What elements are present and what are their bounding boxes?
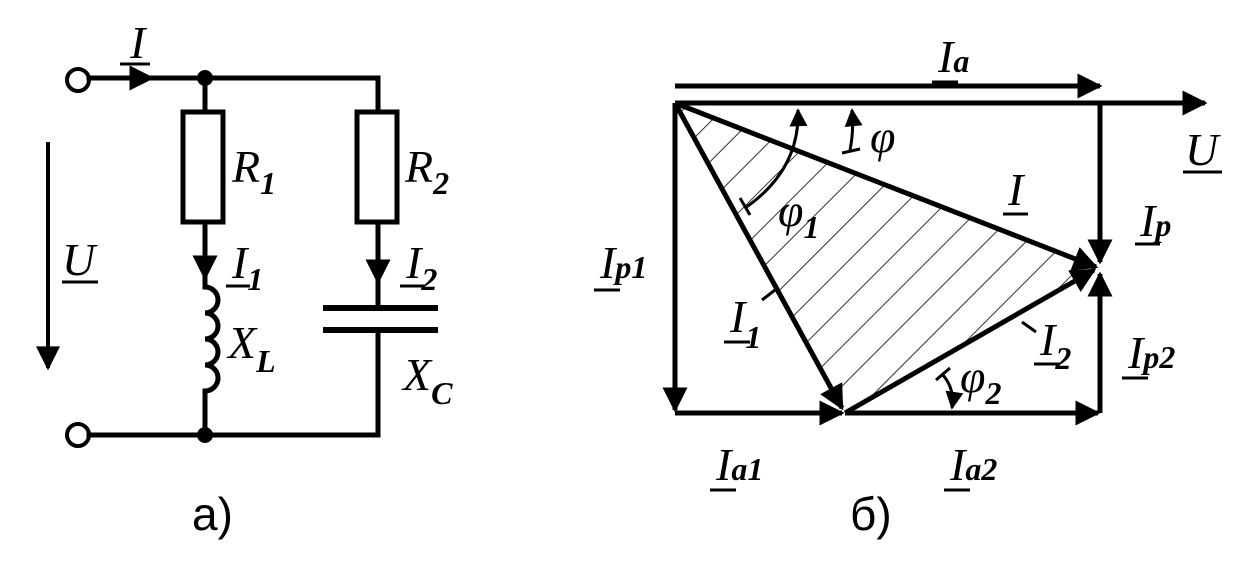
resistor-r1 [180, 109, 226, 225]
label-current-total: I [129, 17, 148, 68]
phasor-i1 [672, 101, 845, 411]
tick [935, 366, 951, 382]
angle-arc-phi [844, 108, 863, 151]
tick [738, 197, 752, 216]
label-r1: R1 [231, 141, 276, 201]
label-i: I [1007, 164, 1026, 215]
caption-a: а) [192, 488, 233, 540]
phasor-diagram: Ia U φ φ1 I Ip Ip1 I1 I2 φ2 Ip2 Ia1 Ia2 … [594, 31, 1222, 540]
label-i1: I1 [231, 237, 263, 297]
label-phi2: φ2 [960, 351, 1001, 411]
input-terminal-bottom [65, 422, 91, 448]
label-i2: I2 [405, 237, 437, 297]
hatched-triangle [675, 103, 1098, 413]
input-terminal-top [65, 67, 91, 93]
inductor-xl [202, 284, 221, 394]
label-ip2: Ip2 [1127, 327, 1175, 378]
label-ia2: Ia2 [949, 439, 997, 490]
label-ip1: Ip1 [599, 237, 647, 288]
caption-b: б) [850, 488, 892, 540]
tick [761, 288, 776, 302]
circuit-diagram: I U R1 R2 I1 I2 XL XC а) [36, 17, 453, 540]
label-i2: I2 [1039, 314, 1071, 376]
label-phi1: φ1 [778, 185, 819, 245]
phasor-i [674, 100, 1099, 271]
label-ip: Ip [1139, 195, 1171, 246]
phasor-i2 [843, 267, 1097, 416]
label-u: U [1185, 124, 1221, 175]
tick [1021, 320, 1037, 334]
label-xl: XL [226, 317, 276, 379]
resistor-r2 [354, 109, 400, 225]
tick [841, 147, 861, 155]
label-i1: I1 [729, 291, 761, 355]
angle-arc-phi2 [940, 372, 964, 410]
label-xc: XC [401, 349, 453, 411]
label-r2: R2 [404, 141, 449, 201]
label-phi: φ [870, 111, 895, 162]
angle-arc-phi1 [744, 108, 808, 210]
label-ia: Ia [937, 31, 969, 82]
label-ia1: Ia1 [715, 439, 763, 490]
label-voltage: U [62, 234, 98, 285]
